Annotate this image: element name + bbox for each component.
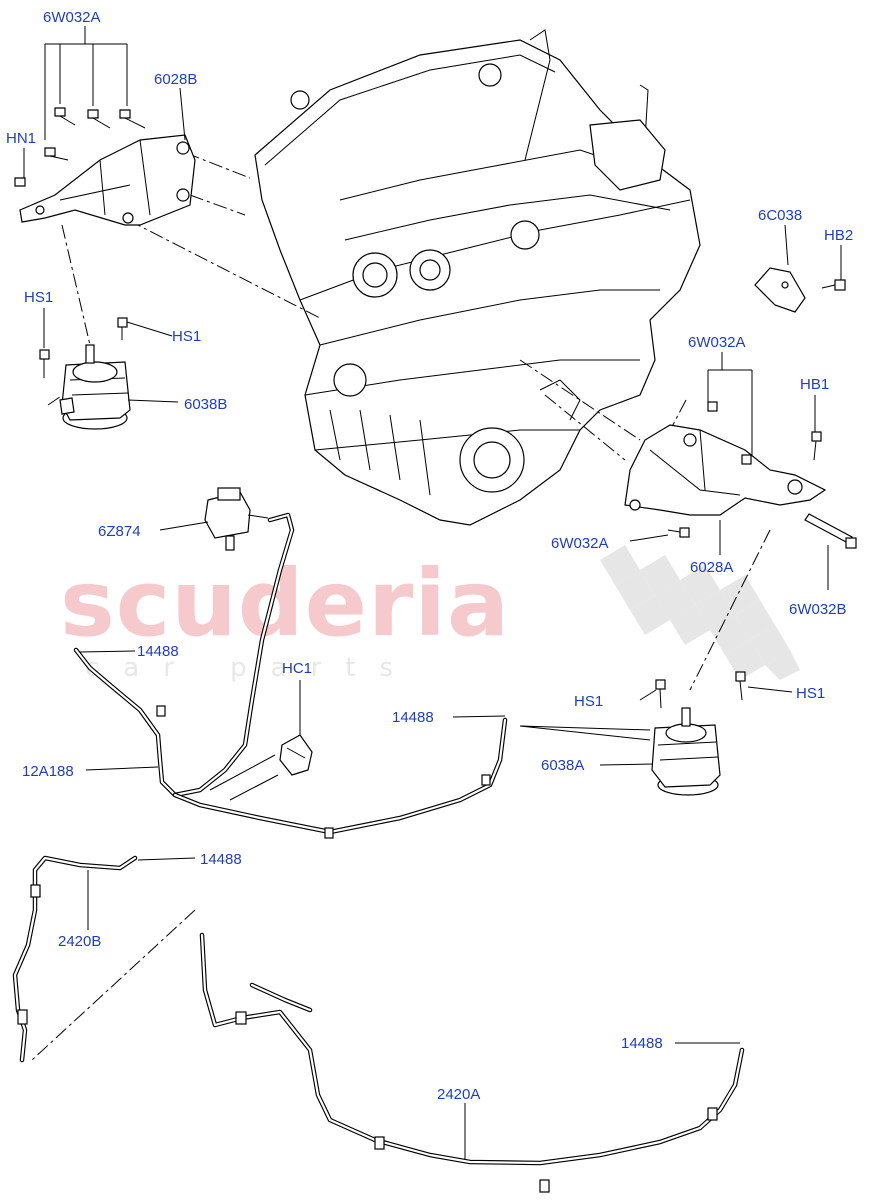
watermark-brand: scuderia	[60, 550, 510, 657]
callout-hn1: HN1	[6, 130, 36, 147]
bolt-icon	[39, 317, 128, 378]
callout-6w032a-right: 6W032A	[688, 334, 746, 351]
v-engine-block-illustration	[254, 29, 701, 526]
engine-mount-illustration	[59, 344, 131, 430]
engine-mount-illustration	[651, 707, 721, 796]
callout-14488-a: 14488	[137, 643, 179, 660]
bolt-icon	[667, 279, 857, 549]
callout-6c038: 6C038	[758, 207, 802, 224]
vacuum-solenoid-illustration	[204, 487, 269, 551]
callout-hs1-right: HS1	[574, 693, 603, 710]
watermark-sub: car parts	[85, 653, 417, 683]
bolt-icon	[655, 671, 746, 709]
callout-leaders	[23, 26, 842, 1160]
bolt-icon	[14, 107, 146, 187]
mounting-bracket-illustration	[624, 424, 827, 516]
clip-leader	[209, 754, 279, 801]
callout-2420a: 2420A	[437, 1086, 480, 1103]
heat-shield-illustration	[754, 267, 806, 313]
callout-6038a: 6038A	[541, 757, 584, 774]
callout-6w032a-lower: 6W032A	[551, 535, 609, 552]
callout-14488-c: 14488	[200, 851, 242, 868]
vacuum-hose-2420A	[199, 932, 745, 1193]
hose-clip-illustration	[279, 734, 313, 776]
callout-14488-b: 14488	[392, 709, 434, 726]
callout-hs1-left-2: HS1	[172, 328, 201, 345]
callout-6038b: 6038B	[184, 396, 227, 413]
callout-14488-d: 14488	[621, 1035, 663, 1052]
callout-6w032b: 6W032B	[789, 601, 847, 618]
callout-6028a: 6028A	[690, 559, 733, 576]
callout-hb2: HB2	[824, 227, 853, 244]
watermark: scuderia car parts	[60, 545, 800, 683]
callout-hc1: HC1	[282, 660, 312, 677]
assembly-leaders	[31, 152, 771, 1061]
mounting-bracket-illustration	[19, 134, 196, 226]
callout-6z874: 6Z874	[98, 523, 141, 540]
callout-hs1-right-2: HS1	[796, 685, 825, 702]
callout-6028b: 6028B	[154, 71, 197, 88]
vacuum-hose-12A188	[73, 512, 508, 839]
callout-hs1-left: HS1	[24, 289, 53, 306]
callout-labels: 6W032A 6028B HN1 HS1 HS1 6038B 6C038 HB2…	[6, 9, 853, 1103]
callout-6w032a-top: 6W032A	[43, 9, 101, 26]
checkered-flag-icon	[600, 545, 800, 680]
callout-hb1: HB1	[800, 376, 829, 393]
vacuum-hose-2420B	[12, 855, 138, 1063]
callout-2420b: 2420B	[58, 933, 101, 950]
callout-12a188: 12A188	[22, 763, 74, 780]
